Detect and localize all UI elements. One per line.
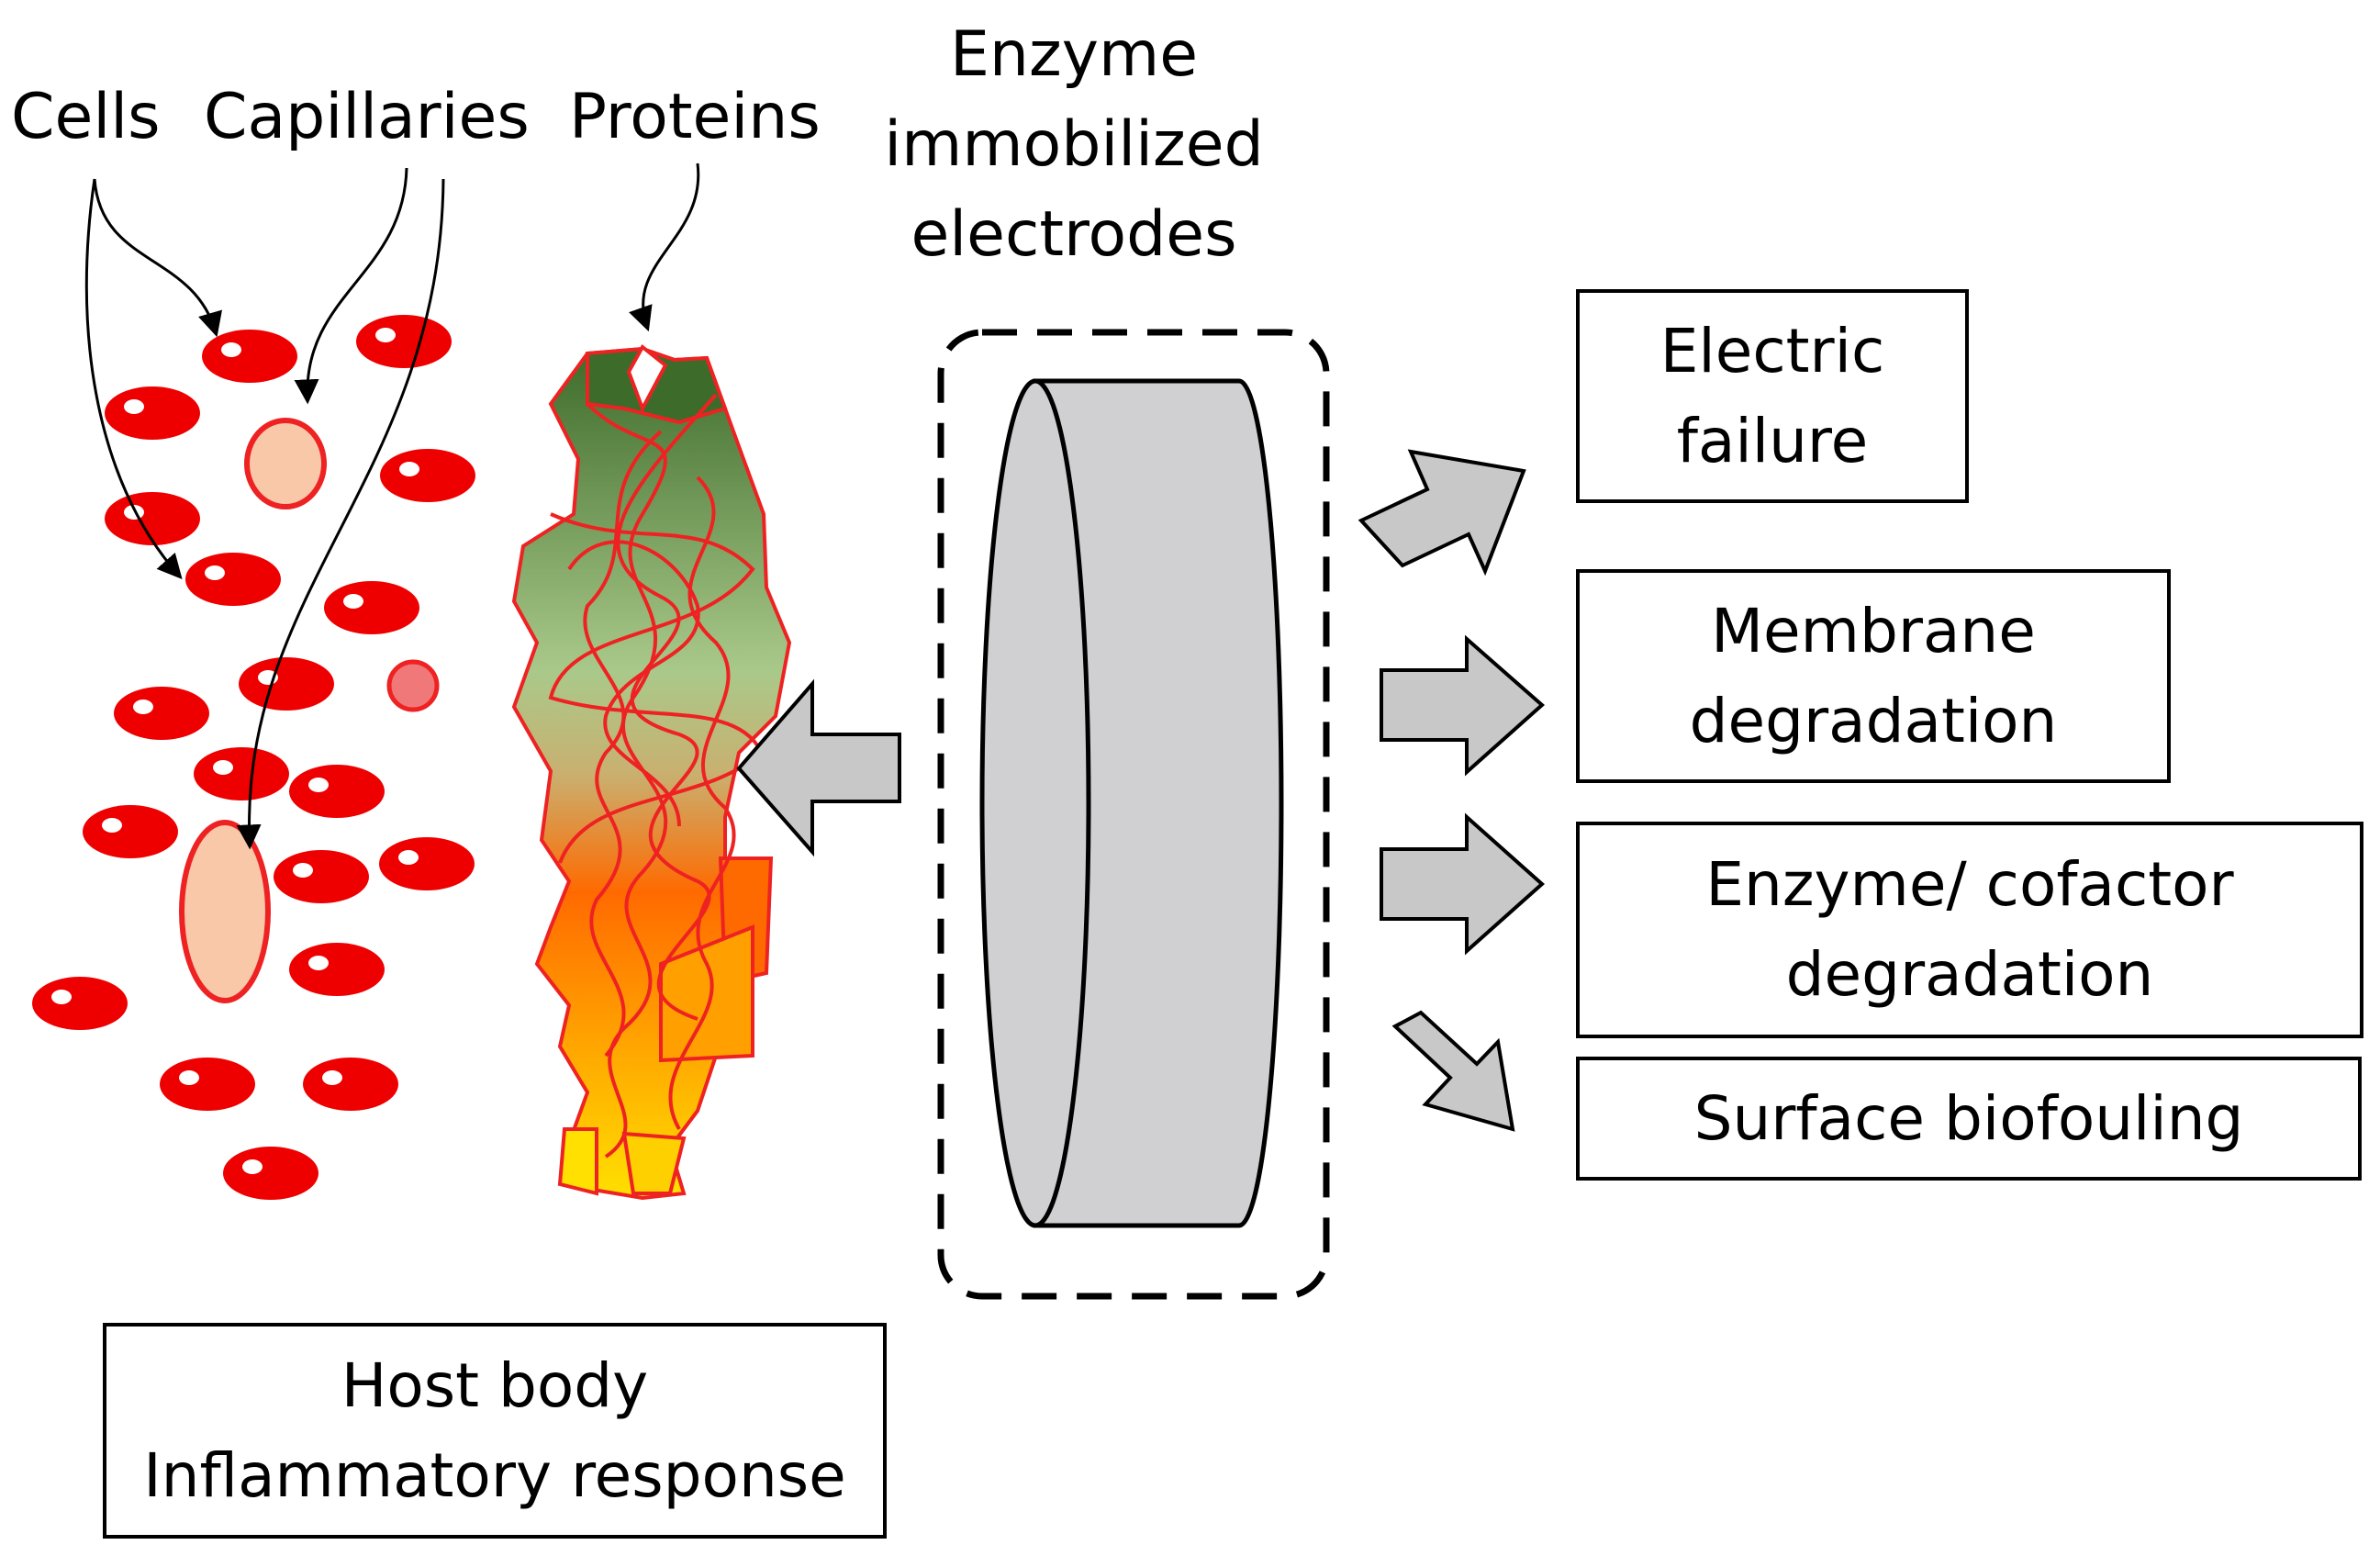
cell bbox=[324, 581, 419, 634]
cell bbox=[380, 449, 475, 502]
electrode-cylinder-icon bbox=[979, 378, 1284, 1228]
cell bbox=[114, 687, 209, 740]
electrode-dashed-outline bbox=[937, 329, 1330, 1300]
cell bbox=[202, 330, 297, 383]
surface-biofouling-box: Surface biofouling bbox=[1576, 1057, 2362, 1181]
cell bbox=[185, 553, 281, 606]
membrane-degradation-box: Membrane degradation bbox=[1576, 569, 2171, 783]
capillary-small bbox=[244, 418, 327, 509]
cells-group bbox=[32, 315, 475, 1200]
capillaries-label: Capillaries bbox=[204, 81, 530, 153]
electrode-label-line2: immobilized bbox=[884, 108, 1264, 181]
arrow-to-enzyme-degradation bbox=[1380, 812, 1546, 956]
cell bbox=[105, 386, 200, 440]
cell bbox=[303, 1058, 398, 1111]
cell bbox=[32, 977, 128, 1030]
arrow-to-surface-biofouling bbox=[1391, 1010, 1515, 1132]
electric-failure-box: Electric failure bbox=[1576, 289, 1969, 503]
cell bbox=[356, 315, 452, 368]
cell bbox=[274, 850, 369, 903]
cell bbox=[83, 805, 178, 858]
cell bbox=[105, 492, 200, 545]
protein-mass bbox=[511, 343, 792, 1201]
proteins-label: Proteins bbox=[569, 81, 821, 153]
cell bbox=[239, 657, 334, 711]
left-block-arrow bbox=[736, 678, 901, 857]
small-cell bbox=[386, 659, 440, 712]
cell bbox=[194, 747, 289, 800]
cell bbox=[289, 943, 385, 996]
cell bbox=[379, 837, 475, 890]
arrow-to-membrane-degradation bbox=[1380, 634, 1546, 777]
enzyme-cofactor-degradation-box: Enzyme/ cofactor degradation bbox=[1576, 822, 2363, 1038]
cell bbox=[223, 1147, 318, 1200]
capillaries-group bbox=[179, 418, 327, 1003]
electrode-label-line1: Enzyme bbox=[949, 18, 1199, 91]
cells-label: Cells bbox=[11, 81, 161, 153]
cell bbox=[289, 765, 385, 818]
electrode-label-line3: electrodes bbox=[911, 198, 1237, 271]
outcome-arrows bbox=[1358, 449, 1546, 1132]
host-body-box: Host body Inflammatory response bbox=[103, 1323, 887, 1539]
pointer-lines bbox=[84, 162, 700, 850]
arrow-to-electric-failure bbox=[1358, 449, 1526, 577]
capillary-large bbox=[179, 820, 271, 1003]
cell bbox=[160, 1058, 255, 1111]
